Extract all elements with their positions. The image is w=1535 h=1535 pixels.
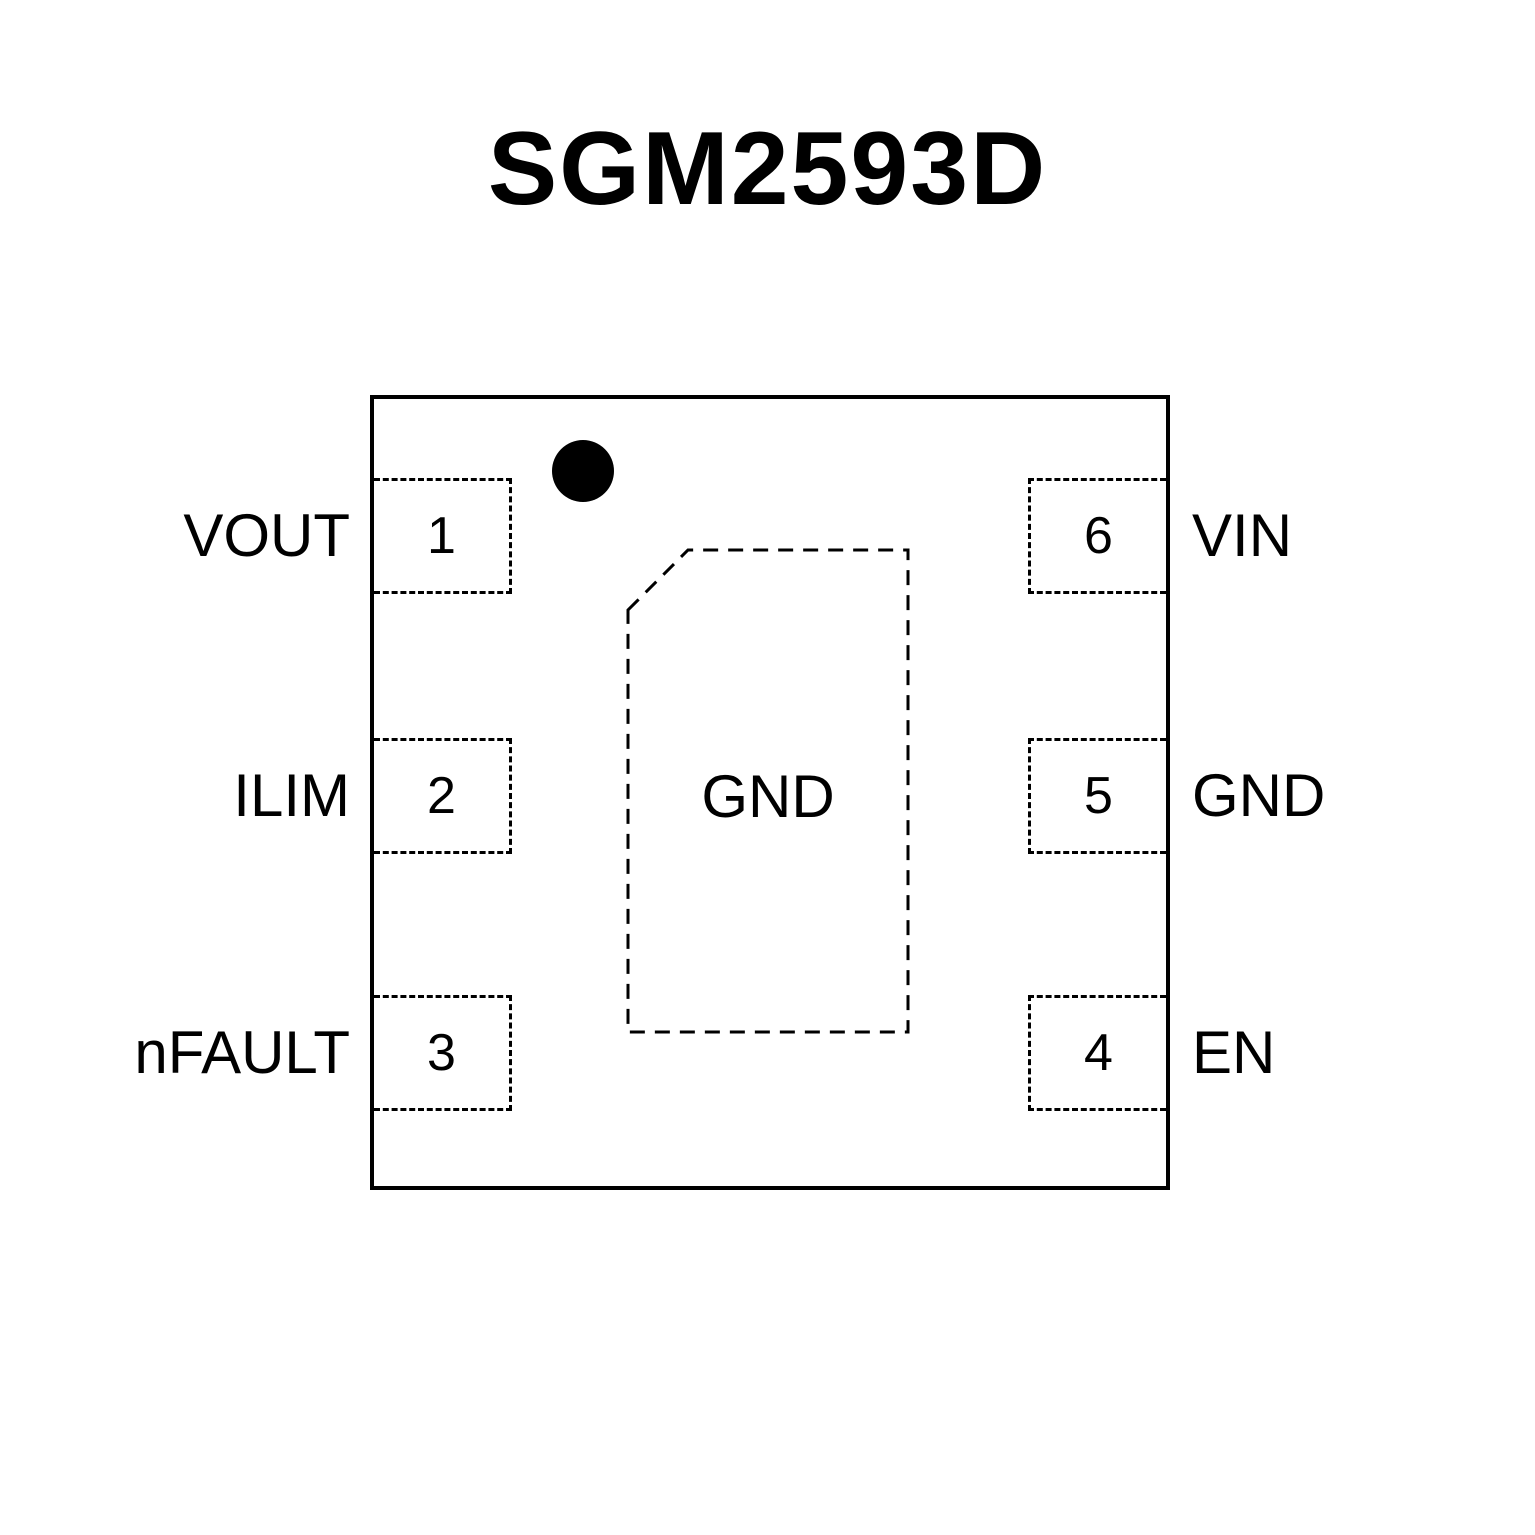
pin-label-gnd: GND <box>1192 762 1326 829</box>
pin-box-5: 5 <box>1028 738 1166 854</box>
pin-label-vout: VOUT <box>183 502 350 569</box>
thermal-pad-outline <box>626 548 910 1034</box>
pin-box-2: 2 <box>374 738 512 854</box>
pin-label-en: EN <box>1192 1019 1276 1086</box>
pin-box-6: 6 <box>1028 478 1166 594</box>
pin-box-1: 1 <box>374 478 512 594</box>
pin-box-4: 4 <box>1028 995 1166 1111</box>
pin-number-1: 1 <box>427 507 456 565</box>
pin-number-6: 6 <box>1084 507 1113 565</box>
pin1-indicator-dot <box>552 440 614 502</box>
thermal-pad-label: GND <box>701 763 835 830</box>
pin-label-vin: VIN <box>1192 502 1293 569</box>
pin-box-3: 3 <box>374 995 512 1111</box>
package-outline <box>370 395 1170 1190</box>
pin-label-ilim: ILIM <box>233 762 350 829</box>
pin-number-3: 3 <box>427 1024 456 1082</box>
pin-number-2: 2 <box>427 767 456 825</box>
chip-title: SGM2593D <box>487 111 1048 227</box>
pin-number-4: 4 <box>1084 1024 1113 1082</box>
pin-label-nfault: nFAULT <box>134 1019 350 1086</box>
pin-number-5: 5 <box>1084 767 1113 825</box>
